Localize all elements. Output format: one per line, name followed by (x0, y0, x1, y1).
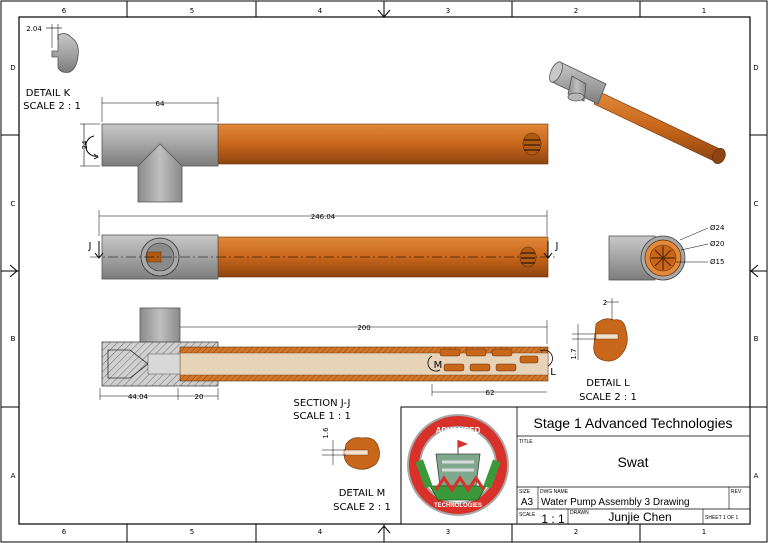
section-dim-62: 62 (486, 389, 495, 397)
section-dim-44: 44.04 (128, 393, 149, 401)
pipe-tube (217, 123, 549, 165)
detail-callout-m: M (434, 360, 443, 371)
col-label: 1 (702, 528, 706, 536)
detail-l-dim-height: 1.7 (570, 348, 578, 359)
col-label: 6 (62, 528, 67, 536)
detail-k-scale: SCALE 2 : 1 (23, 101, 81, 112)
top-view: 64 24 (80, 97, 549, 203)
detail-m: 1.6 DETAIL M SCALE 2 : 1 (322, 427, 391, 513)
detail-m-scale: SCALE 2 : 1 (333, 502, 391, 513)
company-name: Stage 1 Advanced Technologies (533, 415, 732, 431)
sheet-size: A3 (521, 497, 534, 508)
row-label: D (753, 64, 758, 72)
front-dim-total: 246.04 (311, 213, 336, 221)
row-label: D (10, 64, 15, 72)
col-label: 2 (574, 7, 578, 15)
col-label: 1 (702, 7, 706, 15)
row-label: B (754, 335, 759, 343)
detail-k-dim: 2.04 (26, 25, 42, 33)
col-label: 3 (446, 528, 450, 536)
col-label: 5 (190, 528, 194, 536)
outlet-slots (439, 348, 539, 372)
logo-text-top: ADVANCED (436, 426, 481, 435)
end-dim-15: Ø15 (710, 258, 724, 266)
col-label: 4 (318, 7, 323, 15)
drawing-scale: 1 : 1 (541, 512, 565, 526)
row-label: C (11, 200, 16, 208)
scale-label: SCALE (519, 512, 536, 518)
top-dim-height: 24 (81, 140, 89, 149)
row-label: A (11, 472, 16, 480)
drawing-title: Swat (617, 454, 648, 470)
row-label: B (11, 335, 16, 343)
section-dim-20: 20 (195, 393, 204, 401)
title-label: TITLE (519, 439, 533, 445)
dwg-name-label: DWG NAME (540, 489, 569, 495)
detail-m-title: DETAIL M (339, 488, 386, 499)
detail-l-scale: SCALE 2 : 1 (579, 392, 637, 403)
detail-l: 2 1.7 DETAIL L SCALE 2 : 1 (570, 298, 637, 403)
col-label: 6 (62, 7, 67, 15)
zone-labels: 6 5 4 3 2 1 6 5 4 3 2 1 D C B A D C B A (10, 7, 758, 536)
end-dim-24: Ø24 (710, 224, 725, 232)
dwg-name: Water Pump Assembly 3 Drawing (541, 497, 690, 508)
end-view: Ø24 Ø20 Ø15 (608, 224, 725, 281)
front-view: 246.04 J J (88, 210, 559, 280)
section-marker-left: J (88, 241, 92, 252)
detail-k-title: DETAIL K (26, 88, 71, 99)
sheet-number: SHEET 1 OF 1 (705, 515, 738, 521)
company-logo: ADVANCED TECHNOLOGIES (406, 413, 510, 517)
row-label: A (754, 472, 759, 480)
row-label: C (754, 200, 759, 208)
size-label: SIZE (519, 489, 531, 495)
title-block: Stage 1 Advanced Technologies TITLE Swat… (400, 406, 751, 526)
col-label: 5 (190, 7, 194, 15)
detail-callout-l: L (550, 367, 556, 378)
isometric-view (549, 61, 726, 164)
section-dim-200: 200 (357, 324, 370, 332)
detail-k: 2.04 DETAIL K SCALE 2 : 1 (23, 24, 81, 112)
detail-l-title: DETAIL L (586, 378, 630, 389)
pipe-end-holes (522, 132, 542, 156)
logo-text-bottom: TECHNOLOGIES (434, 503, 482, 509)
pipe-end-holes (519, 246, 537, 268)
end-dim-20: Ø20 (710, 240, 724, 248)
section-marker-right: J (555, 241, 559, 252)
detail-l-dim-width: 2 (603, 299, 607, 307)
section-title: SECTION J-J (294, 398, 351, 409)
section-view: 200 M L 62 44.04 20 SECTION J-J SCALE (99, 307, 556, 422)
section-scale: SCALE 1 : 1 (293, 411, 351, 422)
drawn-label: DRAWN (570, 510, 589, 516)
top-dim-length: 64 (156, 100, 165, 108)
col-label: 2 (574, 528, 578, 536)
col-label: 3 (446, 7, 450, 15)
drawn-by: Junjie Chen (608, 510, 671, 524)
rev-label: REV (731, 489, 742, 495)
col-label: 4 (318, 528, 323, 536)
detail-m-dim: 1.6 (322, 427, 330, 439)
